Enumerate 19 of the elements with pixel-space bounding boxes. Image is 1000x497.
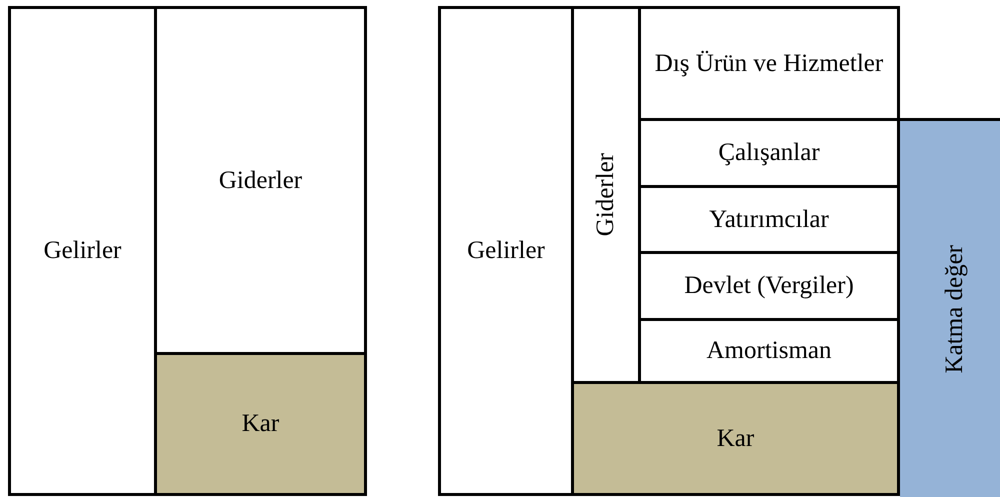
box-label: Kar (240, 409, 280, 440)
box-label: Kar (716, 424, 756, 454)
vertical-label: Giderler (591, 153, 620, 237)
box-label: Amortisman (706, 336, 832, 366)
revenue-column (438, 6, 574, 496)
value-added-bar (900, 118, 1000, 497)
revenue-column (8, 6, 157, 496)
box-label: Dış Ürün ve Hizmetler (654, 48, 884, 79)
vertical-label: Katma değer (940, 244, 969, 374)
box-label: Yatırımcılar (708, 204, 830, 235)
expenses-box (154, 6, 367, 355)
box-label: Giderler (218, 166, 304, 196)
expense-item-box (638, 6, 900, 121)
box-label: Gelirler (466, 236, 546, 266)
box-label: Çalışanlar (717, 138, 821, 168)
box-label: Gelirler (42, 236, 122, 266)
profit-box (154, 352, 367, 496)
box-label: Devlet (Vergiler) (683, 271, 855, 302)
profit-box (571, 381, 900, 496)
